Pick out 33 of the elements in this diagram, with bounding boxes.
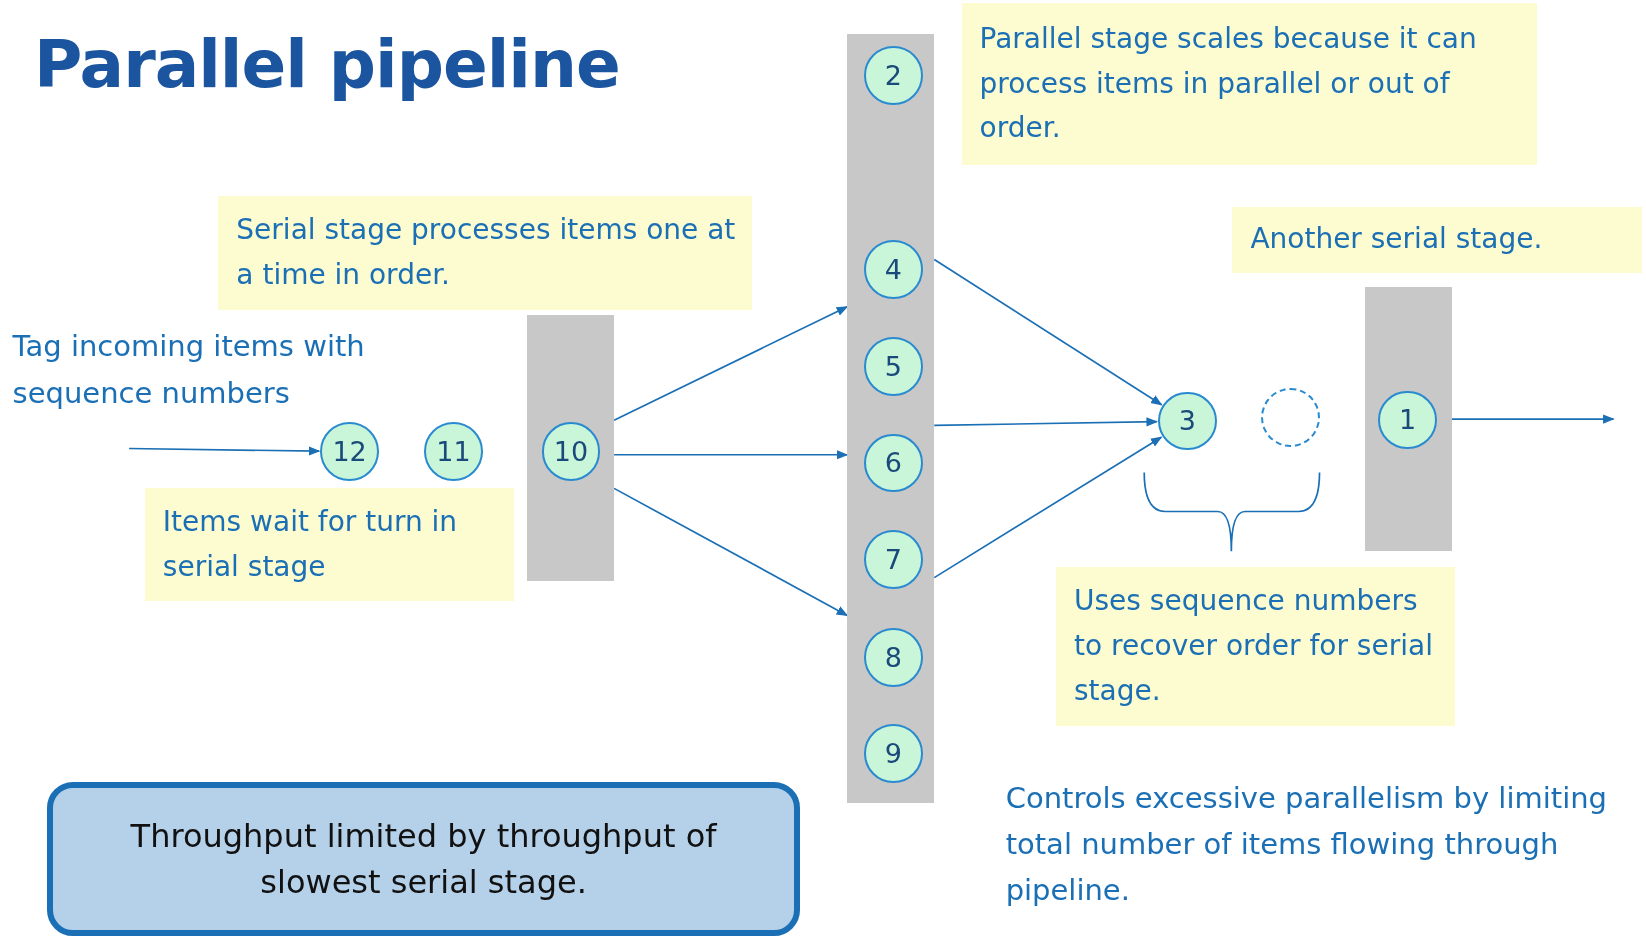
number-circle: 5 <box>863 336 923 396</box>
note-box: Serial stage processes items one at a time in order. <box>218 196 752 310</box>
arrow <box>933 417 1158 427</box>
annotation-text: Controls excessive parallelism by limiting total number of items flowing through pipeline. <box>1005 779 1608 910</box>
callout-box: Throughput limited by throughput of slowest serial stage. <box>47 782 800 937</box>
stage-bar <box>1364 286 1452 552</box>
number-circle: 9 <box>863 724 923 784</box>
arrow <box>933 436 1163 579</box>
number-circle: 6 <box>863 433 923 493</box>
arrow <box>613 487 849 617</box>
number-circle: 8 <box>863 627 923 687</box>
empty-slot-circle <box>1260 388 1320 448</box>
number-circle: 12 <box>320 422 379 481</box>
arrow <box>128 446 321 456</box>
number-circle: 7 <box>863 530 923 589</box>
number-circle: 10 <box>541 422 601 481</box>
arrow <box>1450 414 1615 424</box>
arrow <box>613 305 849 421</box>
number-circle: 1 <box>1378 390 1438 450</box>
number-circle: 2 <box>863 46 923 105</box>
note-box: Parallel stage scales because it can process items in parallel or out of order. <box>961 3 1537 165</box>
stage-bar <box>526 314 615 581</box>
annotation-text: Tag incoming items with sequence numbers <box>12 328 366 412</box>
arrow <box>613 450 849 460</box>
note-box: Another serial stage. <box>1232 206 1642 273</box>
number-circle: 3 <box>1157 391 1217 451</box>
note-box: Items wait for turn in serial stage <box>144 488 515 602</box>
stage-bar <box>847 33 935 804</box>
number-circle: 11 <box>424 422 483 481</box>
title: Parallel pipeline <box>34 26 620 103</box>
arrow <box>933 258 1163 406</box>
note-box: Uses sequence numbers to recover order for serial stage. <box>1056 566 1455 727</box>
number-circle: 4 <box>863 240 923 300</box>
